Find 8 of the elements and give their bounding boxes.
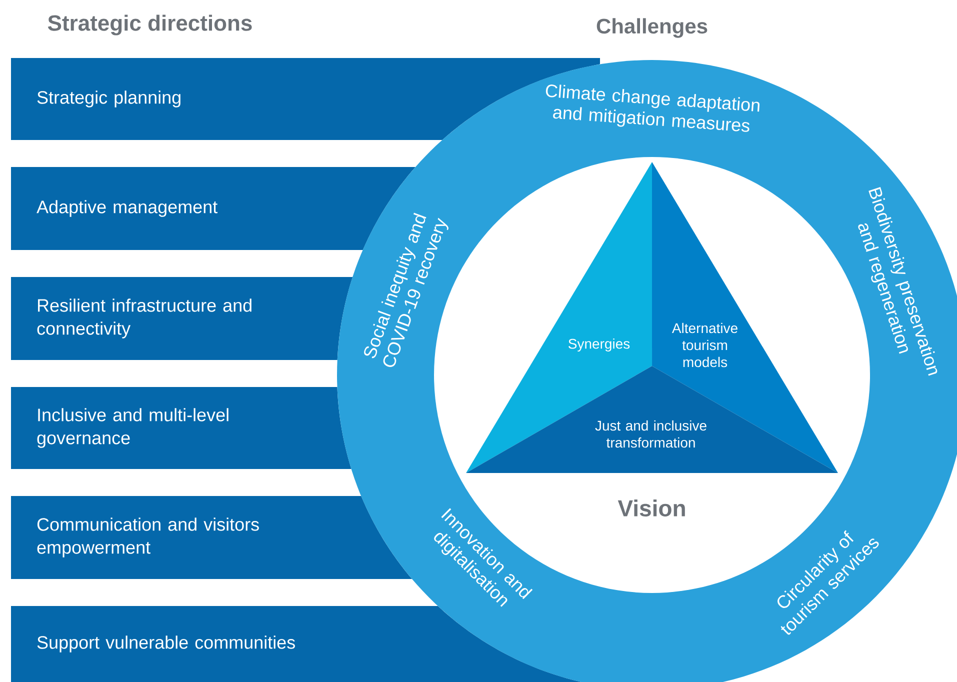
- direction-bar: Resilient infrastructure and connectivity: [11, 277, 353, 360]
- direction-bar: Communication and visitors empowerment: [11, 496, 412, 579]
- triangle-segment: Just and inclusive transformation: [466, 366, 838, 473]
- vision-label: Vision: [618, 500, 685, 516]
- column-heading: Strategic directions: [48, 14, 252, 36]
- direction-bar: Inclusive and multi-level governance: [11, 387, 352, 469]
- direction-bar: Support vulnerable communities: [11, 606, 582, 682]
- challenges-heading: Challenges: [596, 18, 708, 38]
